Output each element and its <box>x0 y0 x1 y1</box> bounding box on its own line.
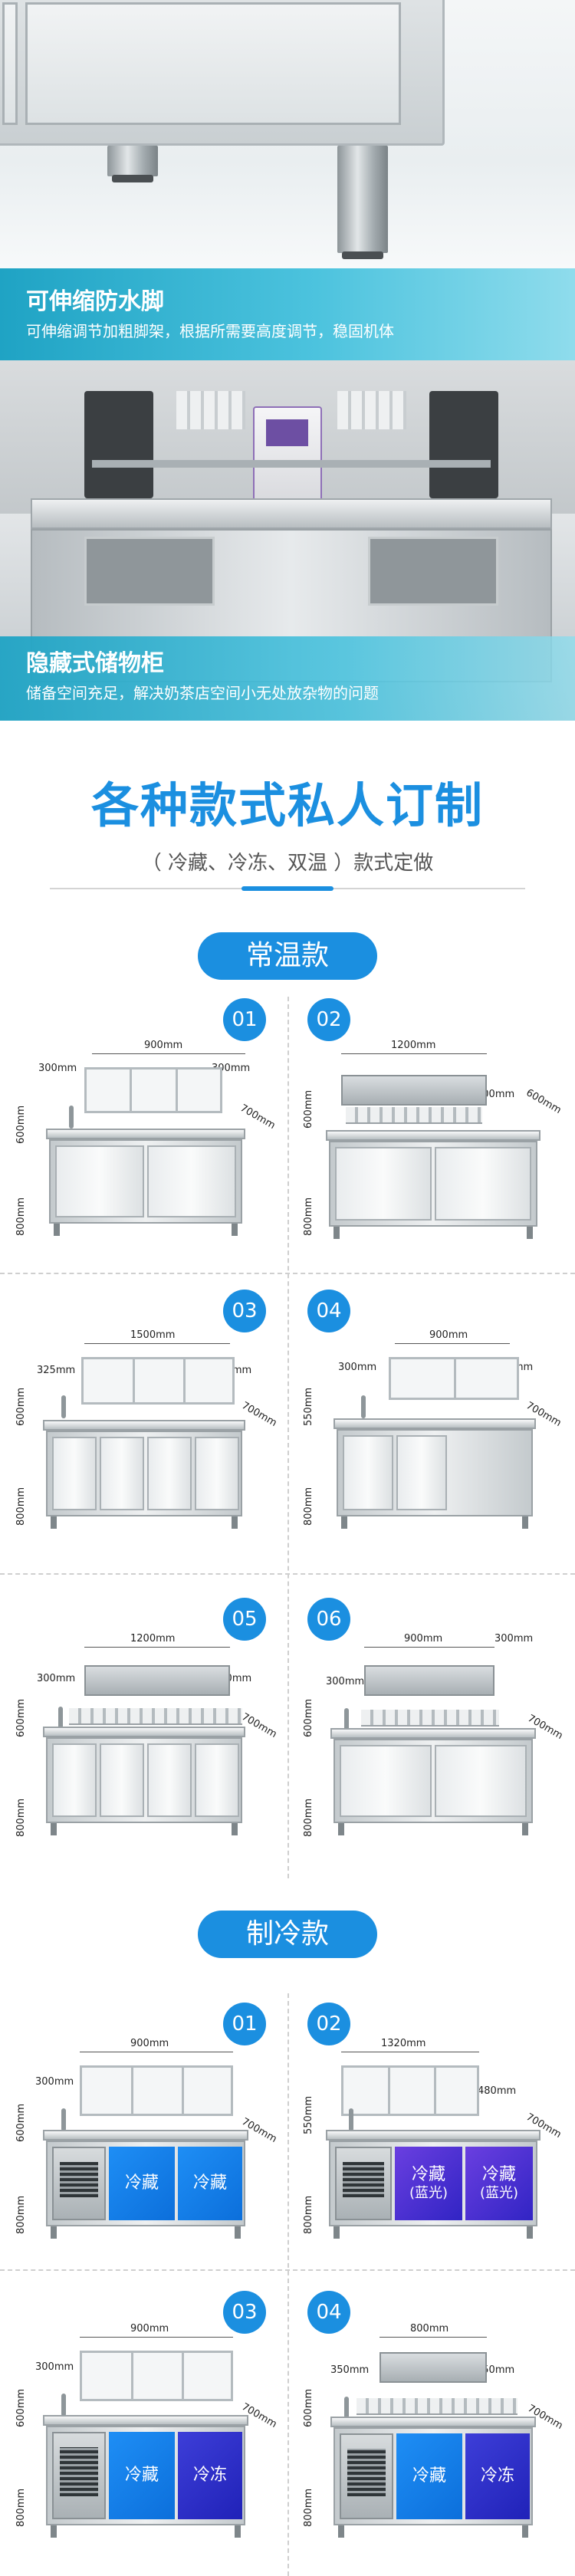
door-note: (蓝光) <box>409 2185 449 2202</box>
product-number: 01 <box>223 998 266 1041</box>
door-label: 冷藏 <box>411 2165 445 2184</box>
product-cooling-03: 900mm 300mm 600mm 800mm 700mm 冷藏 冷冻 <box>15 2323 278 2538</box>
product-cooling-02: 1320mm 480mm 550mm 800mm 700mm 冷藏(蓝光) 冷藏… <box>303 2038 564 2249</box>
product-normal-03: 1500mm 325mm 325mm 600mm 800mm 700mm <box>15 1329 278 1541</box>
product-cooling-01: 900mm 300mm 600mm 800mm 700mm 冷藏 冷藏 <box>15 2038 278 2249</box>
cup-rack <box>337 391 406 429</box>
product-number: 01 <box>223 2003 266 2045</box>
feature-banner-storage: 隐藏式储物柜 储备空间充足，解决奶茶店空间小无处放杂物的问题 <box>0 636 575 721</box>
section-pill-normal: 常温款 <box>198 932 377 980</box>
product-normal-02: 1200mm 300mm 600mm 600mm 800mm <box>303 1040 564 1251</box>
door-note: (蓝光) <box>479 2185 519 2202</box>
product-normal-05: 1200mm 300mm 300mm 600mm 800mm 700mm <box>15 1633 279 1837</box>
counter-top <box>31 498 552 529</box>
product-number: 02 <box>307 2003 350 2045</box>
section-pill-cooling: 制冷款 <box>198 1911 377 1958</box>
sink-basin <box>84 537 215 606</box>
product-cooling-04: 800mm 350mm 350mm 600mm 800mm 700mm 冷藏 冷… <box>303 2323 564 2538</box>
page-headline: 各种款式私人订制 <box>90 777 484 833</box>
adjustable-leg <box>107 146 158 176</box>
product-normal-06: 900mm 300mm 300mm 600mm 800mm 700mm <box>303 1633 565 1837</box>
feature-banner-leg: 可伸缩防水脚 可伸缩调节加粗脚架，根据所需要高度调节，稳固机体 <box>0 268 575 360</box>
adjustable-leg <box>337 146 388 253</box>
cabinet-underside <box>0 0 445 146</box>
sink-basin <box>368 537 498 606</box>
cup-rack <box>176 391 245 429</box>
product-number: 04 <box>307 1290 350 1332</box>
door-label: 冷藏 <box>124 2465 159 2485</box>
feature-subtitle: 可伸缩调节加粗脚架，根据所需要高度调节，稳固机体 <box>26 322 394 340</box>
page-sub-headline: （ 冷藏、冷冻、双温 ）款式定做 <box>141 852 434 875</box>
door-label: 冷藏 <box>192 2173 227 2193</box>
product-number: 04 <box>307 2291 350 2334</box>
product-normal-04: 900mm 300mm 300mm 550mm 800mm 700mm <box>303 1329 564 1541</box>
product-number: 05 <box>223 1598 266 1641</box>
divider-accent <box>242 886 334 891</box>
door-label: 冷藏 <box>124 2173 159 2193</box>
tea-machine <box>84 391 153 498</box>
feature-title: 隐藏式储物柜 <box>26 650 164 677</box>
product-number: 02 <box>307 998 350 1041</box>
product-number: 03 <box>223 1290 266 1332</box>
feature-subtitle: 储备空间充足，解决奶茶店空间小无处放杂物的问题 <box>26 684 379 702</box>
door-label: 冷冻 <box>480 2466 514 2486</box>
feature-title: 可伸缩防水脚 <box>26 288 164 315</box>
storage-cabinet-photo: 隐藏式储物柜 储备空间充足，解决奶茶店空间小无处放杂物的问题 <box>0 360 575 721</box>
door-label: 冷藏 <box>412 2466 446 2486</box>
syrup-dispenser <box>253 406 322 506</box>
waterproof-leg-photo <box>0 0 575 268</box>
product-number: 03 <box>223 2291 266 2334</box>
ice-machine <box>429 391 498 498</box>
product-normal-01: 900mm 300mm 300mm 600mm 800mm 700mm <box>15 1040 278 1236</box>
product-number: 06 <box>307 1598 350 1641</box>
door-label: 冷藏 <box>481 2165 516 2184</box>
door-label: 冷冻 <box>192 2465 227 2485</box>
